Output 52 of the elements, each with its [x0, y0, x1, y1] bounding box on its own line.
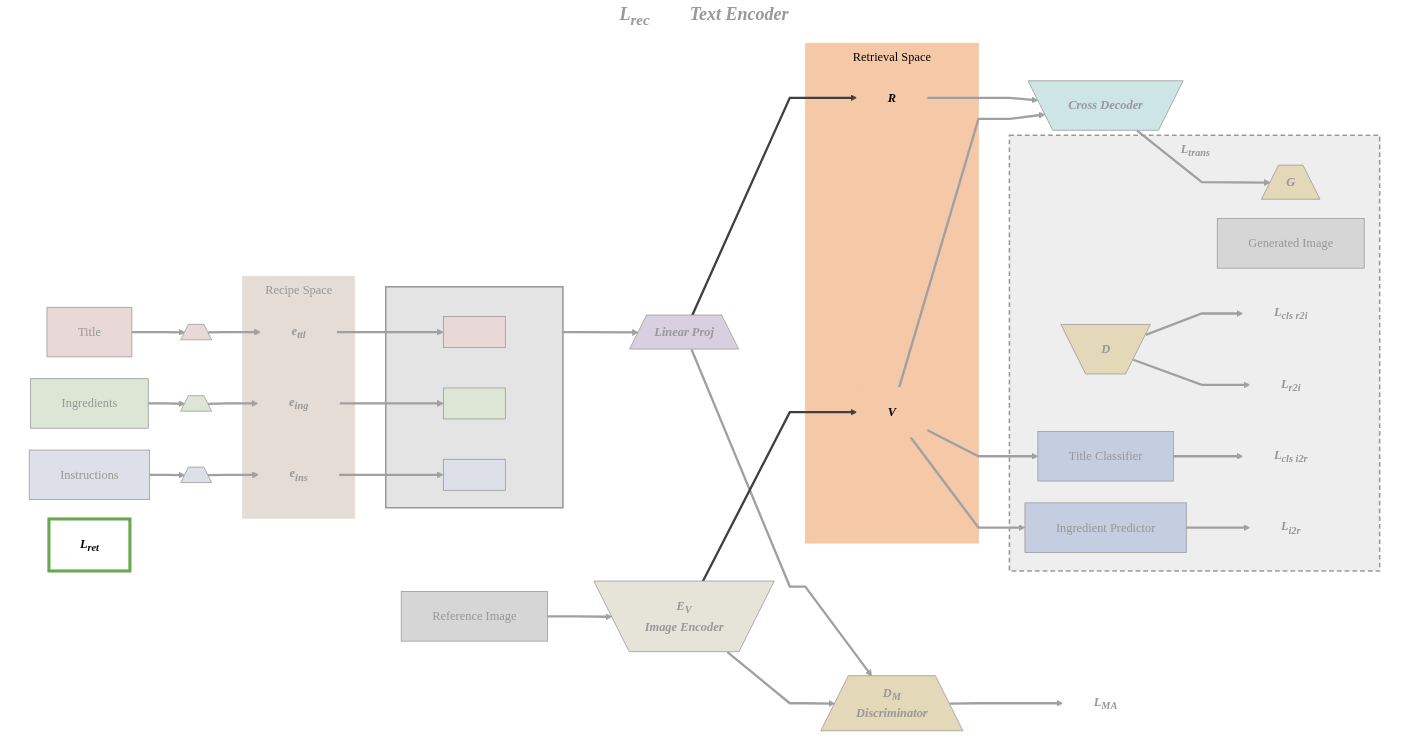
node-text: L$_{cls i2r}$	[1273, 448, 1308, 465]
arrow	[131, 328, 185, 336]
arrow	[1185, 524, 1250, 532]
arrow	[1132, 358, 1250, 389]
arrow	[1172, 452, 1243, 460]
node-text: L$_{r2i}$	[1280, 376, 1301, 394]
node-text: R	[887, 90, 896, 104]
node-text: L$_{cls r2i}$	[1273, 305, 1308, 322]
arrow	[926, 429, 1038, 460]
arrow	[897, 111, 1045, 388]
node-text: e$_{ins}$	[289, 466, 308, 484]
node-bar	[442, 387, 506, 420]
arrow	[1135, 129, 1271, 186]
arrow	[338, 471, 444, 479]
annotation-text: Text Encoder	[689, 4, 789, 26]
arrow	[926, 96, 1038, 104]
node-box: L$_{ret}$	[46, 517, 132, 573]
node-text: L$_{MA}$	[1093, 695, 1117, 712]
arrow	[336, 328, 444, 336]
node-text: e$_{ing}$	[288, 395, 308, 412]
node-bar	[442, 458, 506, 491]
node-box: Reference Image	[400, 591, 548, 642]
arrow	[207, 400, 258, 407]
arrow	[547, 613, 612, 621]
node-trapezoid	[179, 323, 212, 341]
node-box: Ingredients	[29, 378, 149, 429]
node-box: Ingredient Predictor	[1024, 502, 1187, 553]
arrow	[701, 408, 857, 582]
node-box: Generated Image	[1216, 218, 1365, 269]
arrow	[207, 328, 261, 336]
node-trapezoid	[179, 395, 212, 412]
node-trapezoid	[179, 466, 212, 483]
arrow	[338, 400, 444, 407]
arrow	[207, 471, 259, 479]
arrow	[1144, 310, 1243, 336]
node-box: Instructions	[28, 449, 150, 500]
cluster	[384, 286, 564, 509]
node-box: Title Classifier	[1037, 431, 1174, 482]
arrow	[726, 651, 835, 707]
node-bar	[442, 316, 506, 348]
arrow	[562, 329, 639, 336]
arrow	[690, 94, 857, 316]
arrow	[147, 400, 185, 408]
arrow	[149, 471, 185, 479]
node-text: L$_{i2r}$	[1280, 519, 1301, 536]
annotation-text: L$_{rec}$	[619, 4, 650, 30]
node-text: V	[887, 405, 896, 419]
arrow	[949, 699, 1063, 707]
node-box: Title	[46, 306, 132, 358]
node-text: e$_{ttl}$	[291, 323, 306, 341]
arrow	[690, 349, 872, 677]
arrow	[909, 436, 1025, 532]
